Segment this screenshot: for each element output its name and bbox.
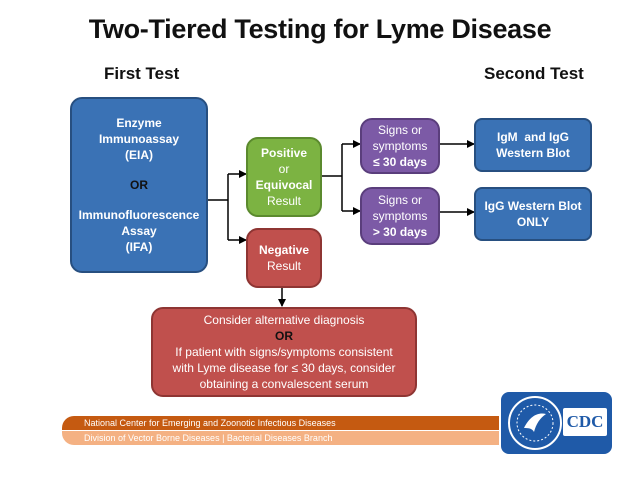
signs-short-line2: symptoms <box>372 139 428 153</box>
first-test-header: First Test <box>104 64 180 83</box>
signs-long-line1: Signs or <box>377 193 423 207</box>
positive-line4: Result <box>266 194 301 208</box>
positive-line2: or <box>278 162 290 176</box>
igm-igg-western-blot-box: IgM and IgG Western Blot <box>474 118 592 172</box>
signs-long-line2: symptoms <box>372 209 428 223</box>
positive-line1: Positive <box>260 146 308 160</box>
eia-ifa-box: Enzyme Immunoassay (EIA) OR Immunofluore… <box>70 97 208 273</box>
alternative-diagnosis-box: Consider alternative diagnosis OR If pat… <box>151 307 417 397</box>
igg-only-western-blot-box: IgG Western Blot ONLY <box>474 187 592 241</box>
alternative-line1: Consider alternative diagnosis <box>203 313 365 327</box>
signs-short-line3: ≤ 30 days <box>373 155 427 169</box>
alternative-line3: If patient with signs/symptoms consisten… <box>175 345 393 359</box>
alternative-line5: obtaining a convalescent serum <box>199 377 369 391</box>
eia-line1: Enzyme <box>116 116 162 130</box>
signs-long-box: Signs or symptoms > 30 days <box>360 187 440 245</box>
signs-short-box: Signs or symptoms ≤ 30 days <box>360 118 440 174</box>
connector-eia-to-results <box>208 174 229 240</box>
cdc-logo: CDC <box>563 408 607 436</box>
alternative-or: OR <box>275 329 293 343</box>
alternative-line4: with Lyme disease for ≤ 30 days, conside… <box>172 361 396 375</box>
eia-line3: (EIA) <box>125 148 153 162</box>
igg-only-line1: IgG Western Blot <box>484 199 582 213</box>
igg-only-line2: ONLY <box>516 215 550 229</box>
eia-or: OR <box>130 178 148 192</box>
ifa-line5: Assay <box>121 224 157 238</box>
negative-line1: Negative <box>258 243 310 257</box>
positive-box: Positive or Equivocal Result <box>246 137 322 217</box>
igm-igg-line1: IgM and IgG <box>497 130 569 144</box>
positive-line3: Equivocal <box>255 178 313 192</box>
page-title: Two-Tiered Testing for Lyme Disease <box>88 14 552 44</box>
igm-igg-line2: Western Blot <box>496 146 570 160</box>
signs-long-line3: > 30 days <box>372 225 428 239</box>
eia-line2: Immunoassay <box>98 132 180 146</box>
hhs-seal-icon <box>508 396 562 450</box>
ifa-line6: (IFA) <box>125 240 153 254</box>
ifa-line4: Immunofluorescence <box>78 208 200 222</box>
negative-line2: Result <box>266 259 301 273</box>
connector-positive-to-signs <box>322 144 343 211</box>
footer-center-bar: National Center for Emerging and Zoonoti… <box>62 416 499 430</box>
signs-short-line1: Signs or <box>377 123 423 137</box>
negative-box: Negative Result <box>246 228 322 288</box>
second-test-header: Second Test <box>484 64 584 83</box>
footer-division-bar: Division of Vector Borne Diseases | Bact… <box>62 431 499 445</box>
